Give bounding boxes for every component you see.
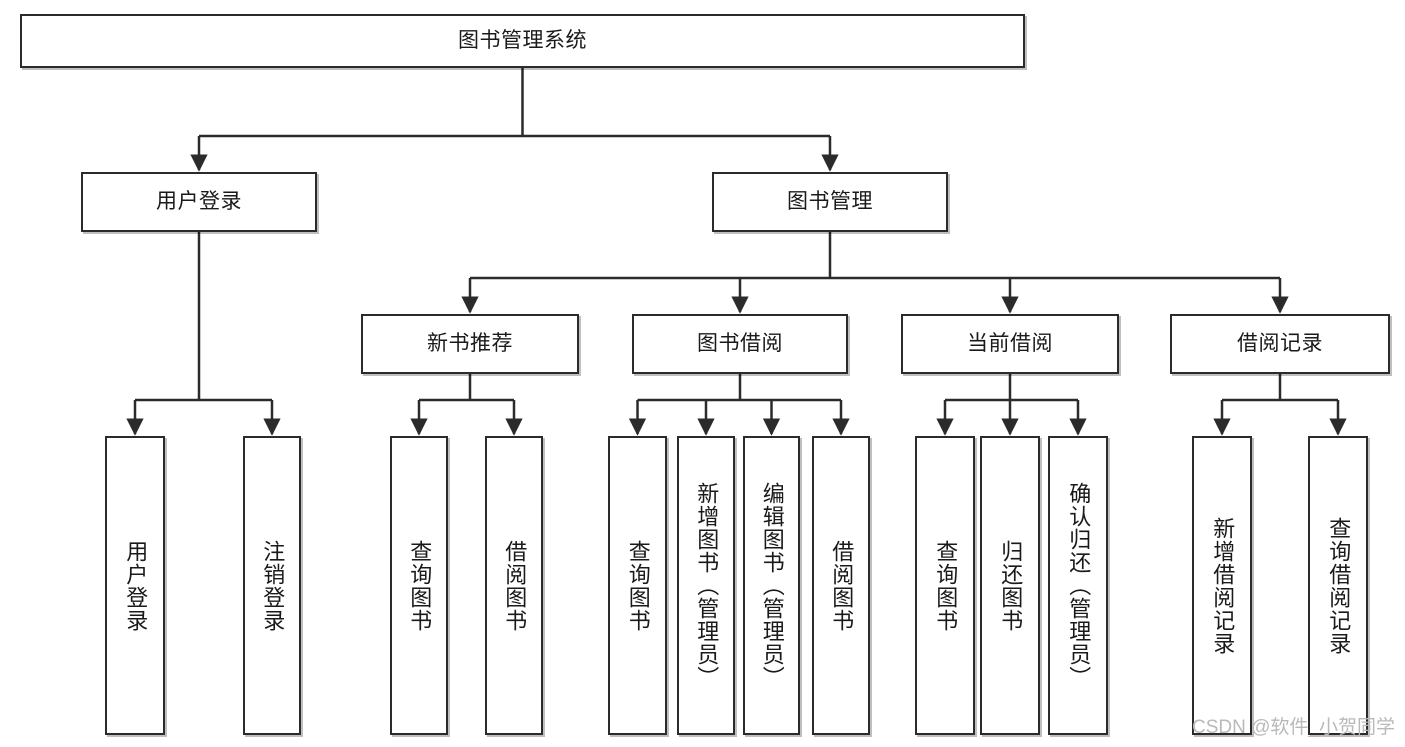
node-l9[interactable]: 查询图书 xyxy=(915,436,975,735)
node-label: 新增借阅记录 xyxy=(1210,516,1236,655)
node-l3[interactable]: 查询图书 xyxy=(390,436,448,735)
node-label: 编辑图书（管理员） xyxy=(759,482,785,689)
node-records[interactable]: 借阅记录 xyxy=(1170,314,1390,374)
node-label: 借阅图书 xyxy=(502,539,528,632)
node-inner: 新增图书（管理员） xyxy=(679,438,733,733)
node-label: 图书借阅 xyxy=(697,332,783,356)
node-inner: 查询图书 xyxy=(392,438,446,733)
node-label: 图书管理 xyxy=(787,190,873,214)
node-l8[interactable]: 借阅图书 xyxy=(812,436,870,735)
node-l13[interactable]: 查询借阅记录 xyxy=(1308,436,1368,735)
node-label: 注销登录 xyxy=(260,539,286,632)
node-label: 用户登录 xyxy=(123,539,149,632)
node-label: 新增图书（管理员） xyxy=(694,482,720,689)
node-inner: 查询图书 xyxy=(917,438,973,733)
node-borrow[interactable]: 图书借阅 xyxy=(632,314,848,374)
node-inner: 注销登录 xyxy=(245,438,299,733)
node-inner: 查询借阅记录 xyxy=(1310,438,1366,733)
node-l11[interactable]: 确认归还（管理员） xyxy=(1048,436,1108,735)
node-l10[interactable]: 归还图书 xyxy=(980,436,1040,735)
node-l12[interactable]: 新增借阅记录 xyxy=(1192,436,1252,735)
node-l1[interactable]: 用户登录 xyxy=(105,436,165,735)
watermark-text: CSDN @软件_小贺同学 xyxy=(1192,717,1395,738)
node-l5[interactable]: 查询图书 xyxy=(608,436,667,735)
node-label: 图书管理系统 xyxy=(458,29,587,53)
node-current[interactable]: 当前借阅 xyxy=(901,314,1119,374)
node-label: 用户登录 xyxy=(156,190,242,214)
edge-lines xyxy=(126,68,1347,436)
node-l7[interactable]: 编辑图书（管理员） xyxy=(743,436,800,735)
node-l6[interactable]: 新增图书（管理员） xyxy=(677,436,735,735)
node-label: 当前借阅 xyxy=(967,332,1053,356)
node-l2[interactable]: 注销登录 xyxy=(243,436,301,735)
node-inner: 借阅图书 xyxy=(814,438,868,733)
node-login[interactable]: 用户登录 xyxy=(81,172,317,232)
node-inner: 借阅图书 xyxy=(487,438,541,733)
node-label: 确认归还（管理员） xyxy=(1066,482,1092,689)
node-newbook[interactable]: 新书推荐 xyxy=(361,314,579,374)
node-inner: 归还图书 xyxy=(982,438,1038,733)
node-label: 查询图书 xyxy=(407,539,433,632)
node-inner: 用户登录 xyxy=(107,438,163,733)
node-label: 借阅记录 xyxy=(1237,332,1323,356)
node-bookmgmt[interactable]: 图书管理 xyxy=(712,172,948,232)
node-inner: 查询图书 xyxy=(610,438,665,733)
node-root[interactable]: 图书管理系统 xyxy=(20,14,1025,68)
node-label: 借阅图书 xyxy=(829,539,855,632)
node-inner: 编辑图书（管理员） xyxy=(745,438,798,733)
node-label: 查询图书 xyxy=(625,539,651,632)
node-l4[interactable]: 借阅图书 xyxy=(485,436,543,735)
node-label: 新书推荐 xyxy=(427,332,513,356)
node-inner: 新增借阅记录 xyxy=(1194,438,1250,733)
node-label: 归还图书 xyxy=(998,539,1024,632)
node-label: 查询借阅记录 xyxy=(1326,516,1352,655)
node-label: 查询图书 xyxy=(933,539,959,632)
node-inner: 确认归还（管理员） xyxy=(1050,438,1106,733)
